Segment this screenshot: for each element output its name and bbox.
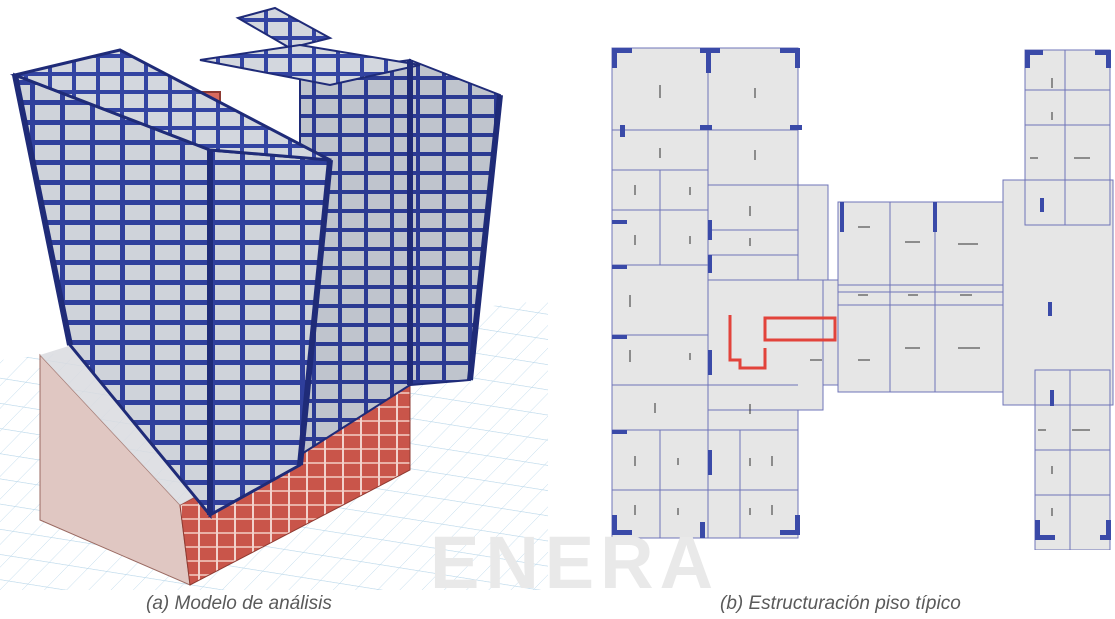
span-direction-arrows xyxy=(629,78,1090,516)
back-block-roof xyxy=(235,6,333,50)
floor-plan-icon xyxy=(611,47,1114,551)
elevator-core-walls xyxy=(763,316,837,342)
caption-analysis-model: (a) Modelo de análisis xyxy=(146,593,332,614)
watermark-text: ENERA xyxy=(430,521,720,604)
analysis-model-figure xyxy=(0,0,548,590)
center-roof xyxy=(199,43,421,87)
caption-typical-floor: (b) Estructuración piso típico xyxy=(720,593,961,614)
building-3d-model-icon xyxy=(0,6,548,590)
typical-floor-plan-figure xyxy=(590,30,1115,551)
